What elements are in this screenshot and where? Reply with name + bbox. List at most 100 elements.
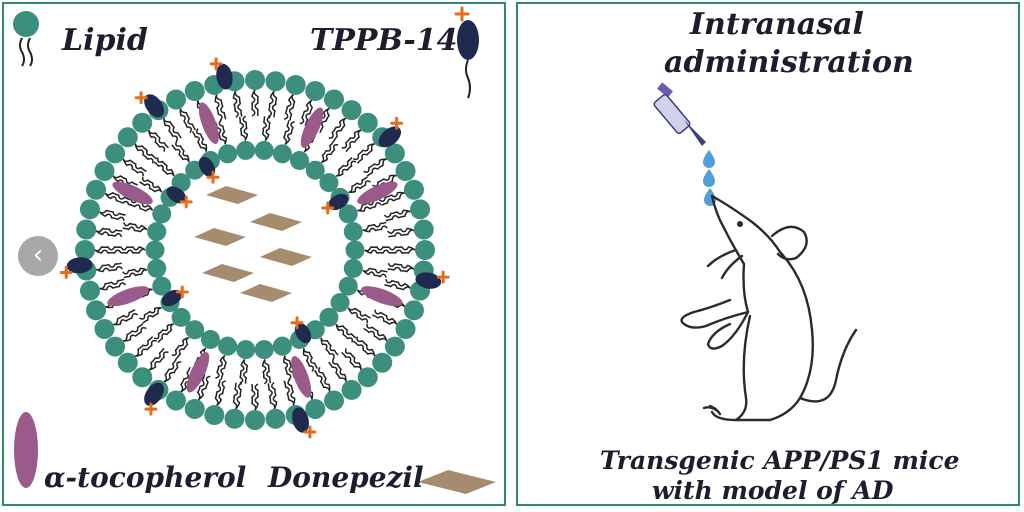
lipid-tail <box>112 175 138 186</box>
lipid-tail <box>366 323 388 342</box>
lipid-tail <box>94 249 122 254</box>
lipid-tail <box>232 90 239 118</box>
lipid-head <box>152 276 172 296</box>
mouse-illustration <box>680 194 858 422</box>
lipid-tail <box>148 351 169 371</box>
mouse-belly <box>710 314 752 422</box>
lipid-head <box>272 144 292 164</box>
lipid-head <box>384 143 405 164</box>
lipid-tail <box>171 337 189 356</box>
lipid-head <box>305 81 326 102</box>
lipid-head <box>338 204 358 224</box>
lipid-tail <box>385 210 411 222</box>
lipid-head <box>319 307 339 327</box>
lipid-tail <box>251 383 257 411</box>
tppb-molecule <box>144 382 164 406</box>
lipid-tail <box>362 267 388 274</box>
previous-button[interactable]: ‹ <box>18 236 58 276</box>
lipid-tail <box>336 157 353 177</box>
tocopherol-molecule <box>112 181 153 205</box>
lipid-tail <box>302 348 315 372</box>
lipid-tail <box>267 383 276 410</box>
lipid-head <box>265 71 286 92</box>
lipid-tail <box>191 130 207 152</box>
lipid-head <box>94 319 115 340</box>
lipid-tail <box>271 90 278 118</box>
lipid-head <box>147 222 167 242</box>
tppb-molecule <box>457 20 479 60</box>
lipid-tail <box>387 262 415 270</box>
lipid-tail <box>363 327 388 342</box>
lipid-tail <box>163 118 178 142</box>
charge-icon <box>144 402 158 416</box>
tocopherol-molecule <box>198 102 219 144</box>
donepezil-molecule <box>194 228 246 246</box>
lipid-head <box>413 219 434 240</box>
lipid-tail <box>387 266 415 273</box>
lipid-tail <box>348 176 368 193</box>
lipid-tail <box>320 337 335 360</box>
lipid-tail <box>179 108 192 134</box>
lipid-tail <box>251 89 256 117</box>
tppb-molecule <box>415 272 442 289</box>
tppb-molecule <box>66 257 93 274</box>
mouse-ear <box>770 225 808 261</box>
lipid-tail <box>171 144 190 163</box>
lipid-tail <box>95 227 123 234</box>
lipid-tail <box>374 309 398 325</box>
lipid-tail <box>261 116 268 141</box>
lipid-tail <box>366 158 387 177</box>
lipid-tail <box>356 336 376 357</box>
lipid-tail <box>353 143 375 161</box>
tppb-molecule <box>144 94 164 118</box>
lipid-tail <box>341 129 362 149</box>
lipid-tail <box>364 246 390 252</box>
tppb-icon <box>454 6 479 99</box>
lipid-tail <box>261 359 268 385</box>
lipid-tail <box>267 90 275 118</box>
lipid-tail <box>148 130 169 149</box>
pipette-icon <box>653 82 706 146</box>
lipid-tail <box>153 161 175 177</box>
lipid-tail <box>175 140 190 163</box>
lipid-tail <box>128 203 154 212</box>
tocopherol-molecule <box>300 107 324 148</box>
lipid-tail <box>196 374 206 401</box>
lipid-head <box>13 11 39 37</box>
lipid-tail <box>336 160 357 177</box>
tocopherol-molecule <box>186 352 210 393</box>
lipid-tail <box>235 382 243 410</box>
donepezil-molecule <box>260 248 312 266</box>
charge-icon <box>390 116 404 130</box>
lipid-tail <box>197 375 211 401</box>
lipid-tail <box>95 230 123 238</box>
tppb-molecule <box>294 322 312 344</box>
lipid-tail <box>282 120 290 145</box>
lipid-icon <box>13 11 39 67</box>
lipid-tail <box>214 379 222 406</box>
lipid-tail <box>264 116 271 141</box>
lipid-head <box>357 112 378 133</box>
donepezil-molecule <box>206 186 258 204</box>
lipid-head <box>343 258 363 278</box>
lipid-head <box>341 379 362 400</box>
tppb-molecule <box>292 407 309 433</box>
charge-icon <box>179 195 193 209</box>
donepezil-label: Donepezil <box>268 461 424 494</box>
mouse-front <box>680 194 750 329</box>
lipid-tail <box>157 323 174 343</box>
lipid-head <box>403 179 424 200</box>
lipid-tail <box>104 192 130 206</box>
lipid-tail <box>335 323 354 343</box>
lipid-head <box>86 179 107 200</box>
mouse-foot <box>702 404 722 416</box>
lipid-head <box>245 70 265 90</box>
lipid-head <box>324 390 345 411</box>
lipid-head <box>305 398 326 419</box>
pipette-plunger <box>657 82 673 98</box>
route-title-line2: administration <box>664 45 914 80</box>
caption-line2: with model of AD <box>652 476 894 505</box>
lipid-tail <box>113 313 139 326</box>
mouse-eye <box>737 221 743 227</box>
